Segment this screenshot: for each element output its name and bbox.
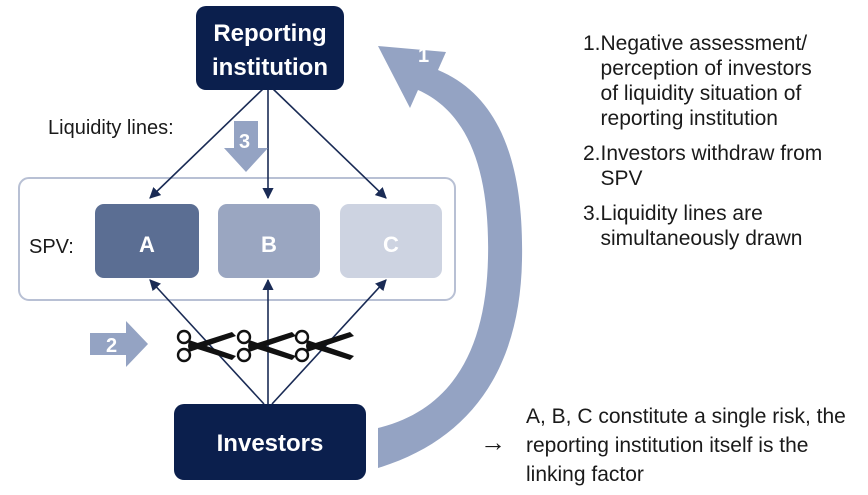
spv-box-c-label: C: [383, 232, 399, 257]
legend-item-text: Negative assessment/ perception of inves…: [600, 32, 812, 130]
spv-box-c: [340, 204, 442, 278]
scissors-icon: [294, 329, 354, 363]
legend-item: 3. Liquidity lines are simultaneously dr…: [583, 201, 865, 251]
step-3-marker: 3: [239, 131, 250, 153]
line-ri-to-a: [149, 86, 266, 199]
feedback-curved-arrow: [378, 46, 523, 468]
liquidity-lines-label: Liquidity lines:: [48, 117, 174, 139]
investors-box: [174, 404, 366, 480]
spv-label: SPV:: [29, 236, 74, 258]
reporting-institution-box: [196, 6, 344, 90]
legend-item-text: Liquidity lines are simultaneously drawn: [600, 202, 803, 250]
spv-box-a: [95, 204, 199, 278]
legend-item-number: 3.: [583, 202, 601, 225]
investors-label: Investors: [217, 430, 324, 457]
step-2-marker: 2: [106, 335, 117, 357]
step-3-arrow: [224, 121, 268, 172]
legend-item-number: 1.: [583, 32, 601, 55]
scissors-icon: [236, 329, 296, 363]
line-ri-to-c: [270, 86, 387, 199]
liquidity-lines: [149, 86, 387, 200]
legend: 1. Negative assessment/ perception of in…: [583, 31, 865, 261]
conclusion-note: → A, B, C constitute a single risk, the …: [480, 402, 856, 489]
legend-item-number: 2.: [583, 142, 601, 165]
legend-item: 2. Investors withdraw from SPV: [583, 141, 865, 191]
legend-item-text: Investors withdraw from SPV: [600, 142, 823, 190]
right-arrow-icon: →: [480, 427, 506, 457]
spv-box-a-label: A: [139, 232, 155, 257]
spv-box-b-label: B: [261, 232, 277, 257]
spv-box-b: [218, 204, 320, 278]
scissors-icon: [176, 329, 236, 363]
reporting-institution-line1: Reporting: [213, 20, 326, 47]
step-1-marker: 1: [418, 45, 429, 67]
reporting-institution-line2: institution: [212, 54, 328, 81]
conclusion-text: A, B, C constitute a single risk, the re…: [526, 405, 846, 486]
legend-item: 1. Negative assessment/ perception of in…: [583, 31, 865, 131]
legend-list: 1. Negative assessment/ perception of in…: [583, 31, 865, 251]
step-2-arrow: [90, 321, 148, 367]
